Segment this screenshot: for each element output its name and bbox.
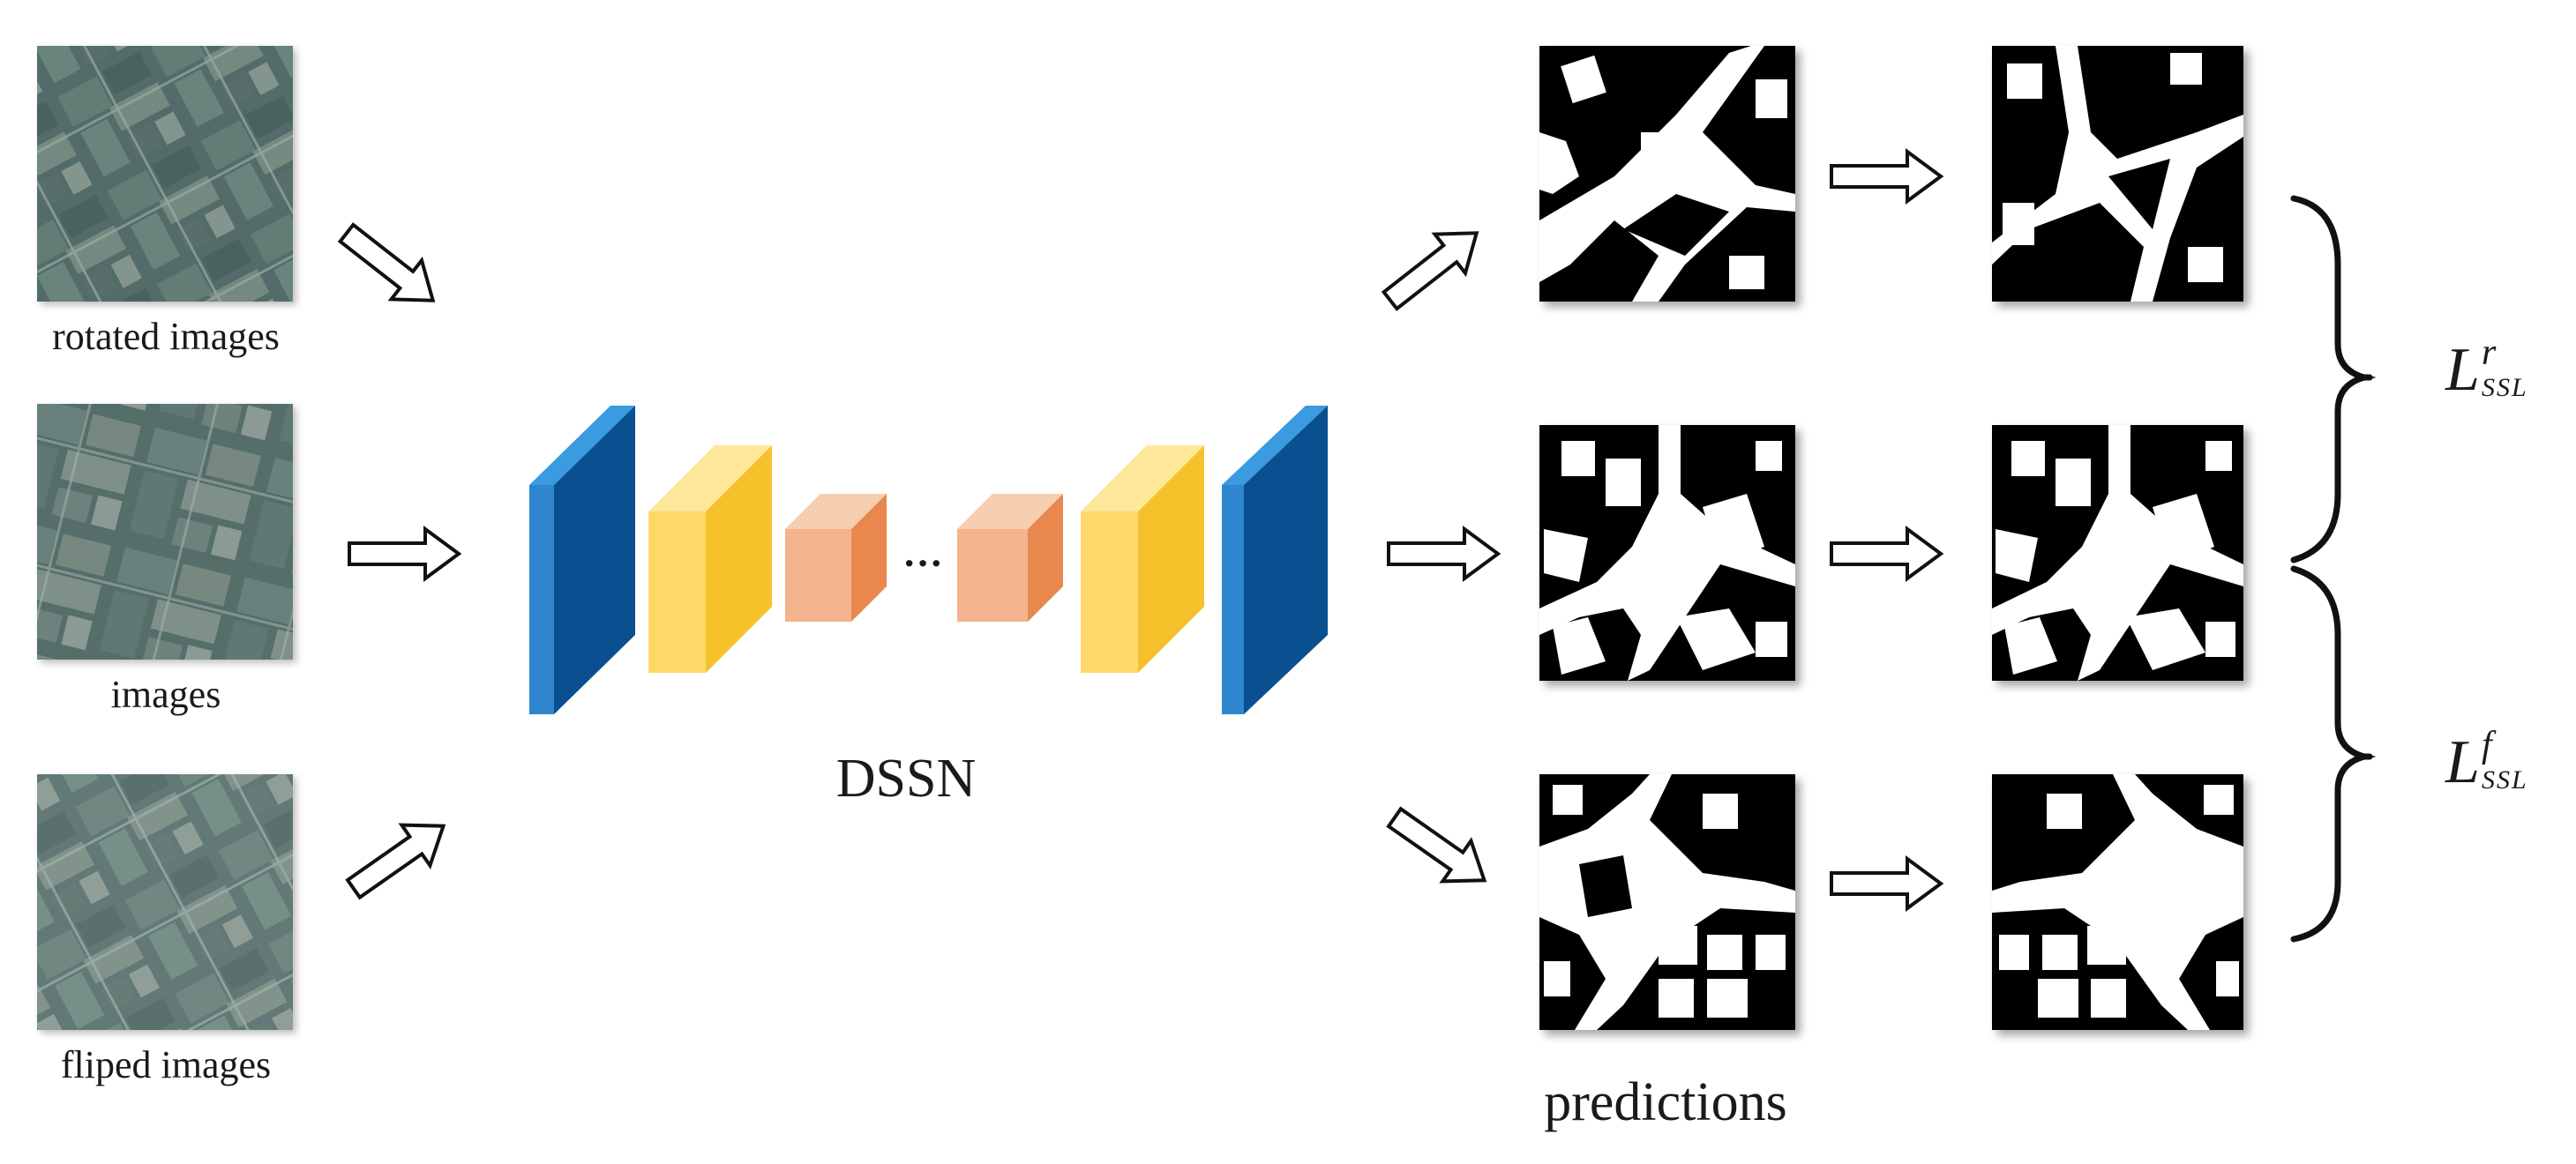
rotated-input-image <box>37 46 293 302</box>
brace-flip-loss <box>2290 565 2377 943</box>
original-input-image <box>37 404 293 660</box>
rotation-loss-subscript: SSL <box>2481 373 2528 402</box>
dssn-network <box>529 406 1328 714</box>
decoder-deep-block <box>957 494 1063 622</box>
network-label: DSSN <box>835 749 977 809</box>
prediction-mask-original <box>1539 425 1795 681</box>
decoder-conv-block <box>1081 445 1204 673</box>
aligned-mask-original <box>1992 425 2243 681</box>
arrow-original-transform <box>1830 526 1944 582</box>
prediction-mask-flipped <box>1539 774 1795 1030</box>
flip-loss-symbol: L <box>2445 728 2480 796</box>
predictions-label: predictions <box>1544 1072 1787 1132</box>
arrow-flipped-to-network <box>345 823 446 900</box>
arrow-images-to-network <box>348 526 462 582</box>
aligned-mask-rotated <box>1992 46 2243 302</box>
arrow-network-to-prediction <box>1387 526 1501 582</box>
prediction-mask-rotated <box>1539 46 1795 302</box>
arrow-network-to-rotated-prediction <box>1381 231 1479 311</box>
ellipsis: ··· <box>902 541 944 586</box>
flip-loss-superscript: f <box>2481 725 2492 765</box>
flipped-images-label: fliped images <box>60 1043 272 1086</box>
brace-rotation-loss <box>2290 195 2377 563</box>
aligned-mask-flipped <box>1992 774 2243 1030</box>
flip-loss-subscript: SSL <box>2481 765 2528 795</box>
decoder-output-layer <box>1222 406 1328 714</box>
arrow-network-to-flipped-prediction <box>1386 806 1487 884</box>
arrow-rotated-to-network <box>337 222 436 302</box>
rotated-images-label: rotated images <box>52 315 280 358</box>
encoder-input-layer <box>529 406 635 714</box>
encoder-conv-block <box>648 445 772 673</box>
rotation-loss-symbol: L <box>2445 336 2480 404</box>
rotation-loss-superscript: r <box>2481 332 2497 373</box>
images-label: images <box>110 673 221 716</box>
flipped-input-image <box>37 774 293 1030</box>
arrow-flipped-transform <box>1830 855 1944 912</box>
encoder-deep-block <box>785 494 887 622</box>
arrow-rotated-transform <box>1830 148 1944 205</box>
